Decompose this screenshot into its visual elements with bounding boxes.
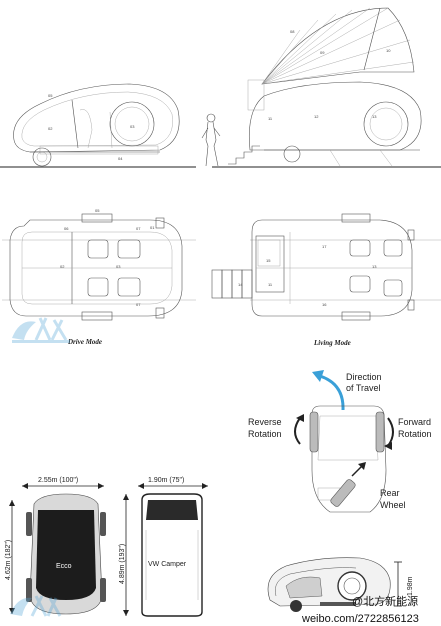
ecco-name: Ecco xyxy=(56,563,72,570)
plan-view-drive: 05 06 01 07 02 03 07 Drive Mode xyxy=(2,208,196,346)
side-view-small: 1.98m xyxy=(267,557,414,612)
forward-label-1: Forward xyxy=(398,417,431,427)
forward-label-2: Rotation xyxy=(398,429,432,439)
callout-12: 12 xyxy=(314,114,319,119)
callout-01: 01 xyxy=(150,225,155,230)
vw-length-label: 4.89m (193") xyxy=(119,544,126,584)
callout-11: 11 xyxy=(268,116,273,121)
reverse-label-2: Rotation xyxy=(248,429,282,439)
person-silhouette xyxy=(201,113,221,167)
callout-05: 05 xyxy=(95,208,100,213)
direction-arrow-icon xyxy=(319,374,345,411)
side-view-living: 08 09 10 11 12 13 xyxy=(201,7,441,168)
callout-04: 04 xyxy=(118,156,123,161)
weibo-watermark: @北方新能源 weibo.com/2722856123 xyxy=(301,594,419,625)
callout-07: 07 xyxy=(136,226,141,231)
callout-11: 11 xyxy=(268,282,273,287)
logo-mark-2 xyxy=(10,595,62,617)
logo-mark-1 xyxy=(12,317,70,343)
callout-17: 17 xyxy=(322,244,327,249)
direction-label-2: of Travel xyxy=(346,383,381,393)
living-mode-label: Living Mode xyxy=(313,339,351,347)
callout-16: 16 xyxy=(322,302,327,307)
callout-13: 13 xyxy=(372,264,377,269)
watermark-url: weibo.com/2722856123 xyxy=(301,613,419,625)
plan-view-living: 17 15 14 11 13 16 Living Mode xyxy=(211,213,441,347)
callout-05: 05 xyxy=(48,93,53,98)
callout-14: 14 xyxy=(238,282,243,287)
size-comparison-vw: 1.90m (75") 4.89m (193") VW Camper xyxy=(119,477,208,617)
callout-07b: 07 xyxy=(136,302,141,307)
vw-width-label: 1.90m (75") xyxy=(148,477,184,484)
callout-02: 02 xyxy=(60,264,65,269)
drive-mode-label: Drive Mode xyxy=(67,338,102,346)
callout-13: 13 xyxy=(372,114,377,119)
rear-label-2: Wheel xyxy=(380,500,406,510)
height-label: 1.98m xyxy=(407,576,414,596)
callout-06: 06 xyxy=(64,226,69,231)
direction-label-1: Direction xyxy=(346,372,382,382)
rotation-diagram: Direction of Travel Reverse Rotation For… xyxy=(248,370,432,513)
side-view-drive: 05 02 03 04 xyxy=(0,83,196,168)
callout-08: 08 xyxy=(290,29,295,34)
vw-name: VW Camper xyxy=(148,561,187,568)
callout-15: 15 xyxy=(266,258,271,263)
callout-09: 09 xyxy=(320,50,325,55)
callout-03: 03 xyxy=(130,124,135,129)
watermark-handle: @北方新能源 xyxy=(352,594,418,608)
callout-03: 03 xyxy=(116,264,121,269)
reverse-label-1: Reverse xyxy=(248,417,282,427)
callout-02: 02 xyxy=(48,126,53,131)
ecco-width-label: 2.55m (100") xyxy=(38,477,78,484)
ecco-length-label: 4.62m (182") xyxy=(5,540,12,580)
size-comparison-ecco: 2.55m (100") 4.62m (182") Ecco xyxy=(5,477,106,615)
callout-10: 10 xyxy=(386,48,391,53)
rear-label-1: Rear xyxy=(380,488,400,498)
